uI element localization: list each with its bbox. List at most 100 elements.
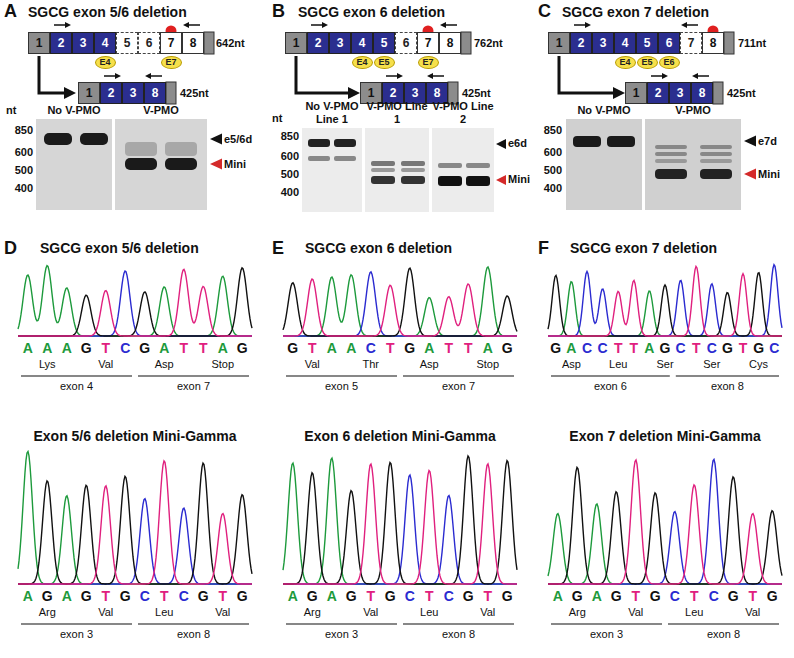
exon-label: exon 8 [442,628,475,641]
base-call: C [140,588,150,604]
codon-label: Leu [155,606,173,619]
primer-arrow [186,24,200,26]
panel-title: Exon 5/6 deletion Mini-Gamma [33,428,236,444]
codon-label: Thr [363,358,380,371]
trace-line [548,282,782,336]
size-label: 425nt [727,87,756,100]
oligo-oval: E6 [659,56,680,69]
base-call: T [199,340,208,356]
trace-line [548,265,782,336]
gel-image [365,128,429,212]
base-call: A [23,340,33,356]
base-call: T [444,340,453,356]
gel-band [700,145,732,149]
primer-arrow [574,24,588,26]
codon-label: Ser [703,358,720,371]
base-call: G [572,588,583,604]
gel-band [401,176,425,184]
gel-band [466,176,490,186]
base-call: G [502,340,513,356]
base-call: A [159,340,169,356]
trace-line [548,459,782,584]
codon-label: Val [363,606,378,619]
gel-label: 400 [15,182,33,195]
panel-title: SGCG exon 7 deletion [570,240,717,256]
exon-number: 2 [58,37,65,49]
codon-label: Asp [562,358,581,371]
exon-number: 2 [315,37,322,49]
base-call: T [366,588,375,604]
primer-arrow [695,75,709,77]
band-label: e7d [758,135,777,148]
primer-arrow [684,24,698,26]
gel-image [566,119,642,210]
trace-line [18,451,252,584]
gel-band [334,156,356,161]
gel-band [438,163,462,168]
base-call: A [62,340,72,356]
base-call: G [660,340,671,356]
exon-number: 2 [578,37,585,49]
gel-label: 400 [281,186,299,199]
oligo-name: E7 [165,58,176,67]
exon-span-line [138,623,249,624]
band-pointer [496,139,506,149]
base-call: T [179,340,188,356]
oligo-oval: E4 [615,56,636,69]
gel-band [165,158,197,170]
exon-span-line [138,375,249,376]
exon-label: exon 7 [177,380,210,393]
trace-line [548,467,782,584]
oligo-name: E6 [663,58,674,67]
exon-box: 6 [658,32,680,54]
oligo-name: E4 [99,58,110,67]
trace-line [548,460,782,584]
base-call: T [739,340,748,356]
base-call: G [81,588,92,604]
codon-label: Ser [656,358,673,371]
exon-number: 4 [622,37,629,49]
band-pointer [744,169,756,180]
exon-number: 5 [644,37,651,49]
exon-box: 6 [138,32,160,54]
base-call: G [463,588,474,604]
primer-arrow [430,75,444,77]
exon-box: 7 [680,32,702,54]
base-call: T [308,340,317,356]
exon-box: 8 [144,82,166,104]
oligo-oval: E4 [352,56,373,69]
primer-arrow [311,24,325,26]
base-call: T [464,340,473,356]
exon-span-line [551,375,670,376]
size-label: 425nt [462,87,491,100]
base-call: T [160,588,169,604]
gel-image [115,119,207,210]
base-call: G [42,588,53,604]
size-label: 711nt [738,37,766,50]
exon-number: 1 [368,87,375,99]
codon-label: Arg [569,606,586,619]
exon-span-line [403,375,514,376]
exon-box: 3 [669,82,691,104]
exon-label: exon 8 [711,380,744,393]
base-call: G [404,340,415,356]
exon-number: 3 [130,87,137,99]
exon-number: 5 [124,37,131,49]
utr-box [461,32,471,54]
base-call: A [483,340,493,356]
trace-line [283,464,517,584]
gel-band [401,168,425,172]
base-call: G [139,340,150,356]
codon-label: Val [215,606,230,619]
panel-letter: A [4,1,17,22]
gel-label: 600 [15,146,33,159]
exon-number: 1 [293,37,300,49]
gel-label: 600 [281,150,299,163]
exon-number: 8 [152,87,159,99]
splice-arrow [39,56,70,93]
codon-label: Lys [39,358,56,371]
exon-label: exon 3 [590,628,623,641]
utr-box [724,32,734,54]
exon-box: 5 [116,32,138,54]
